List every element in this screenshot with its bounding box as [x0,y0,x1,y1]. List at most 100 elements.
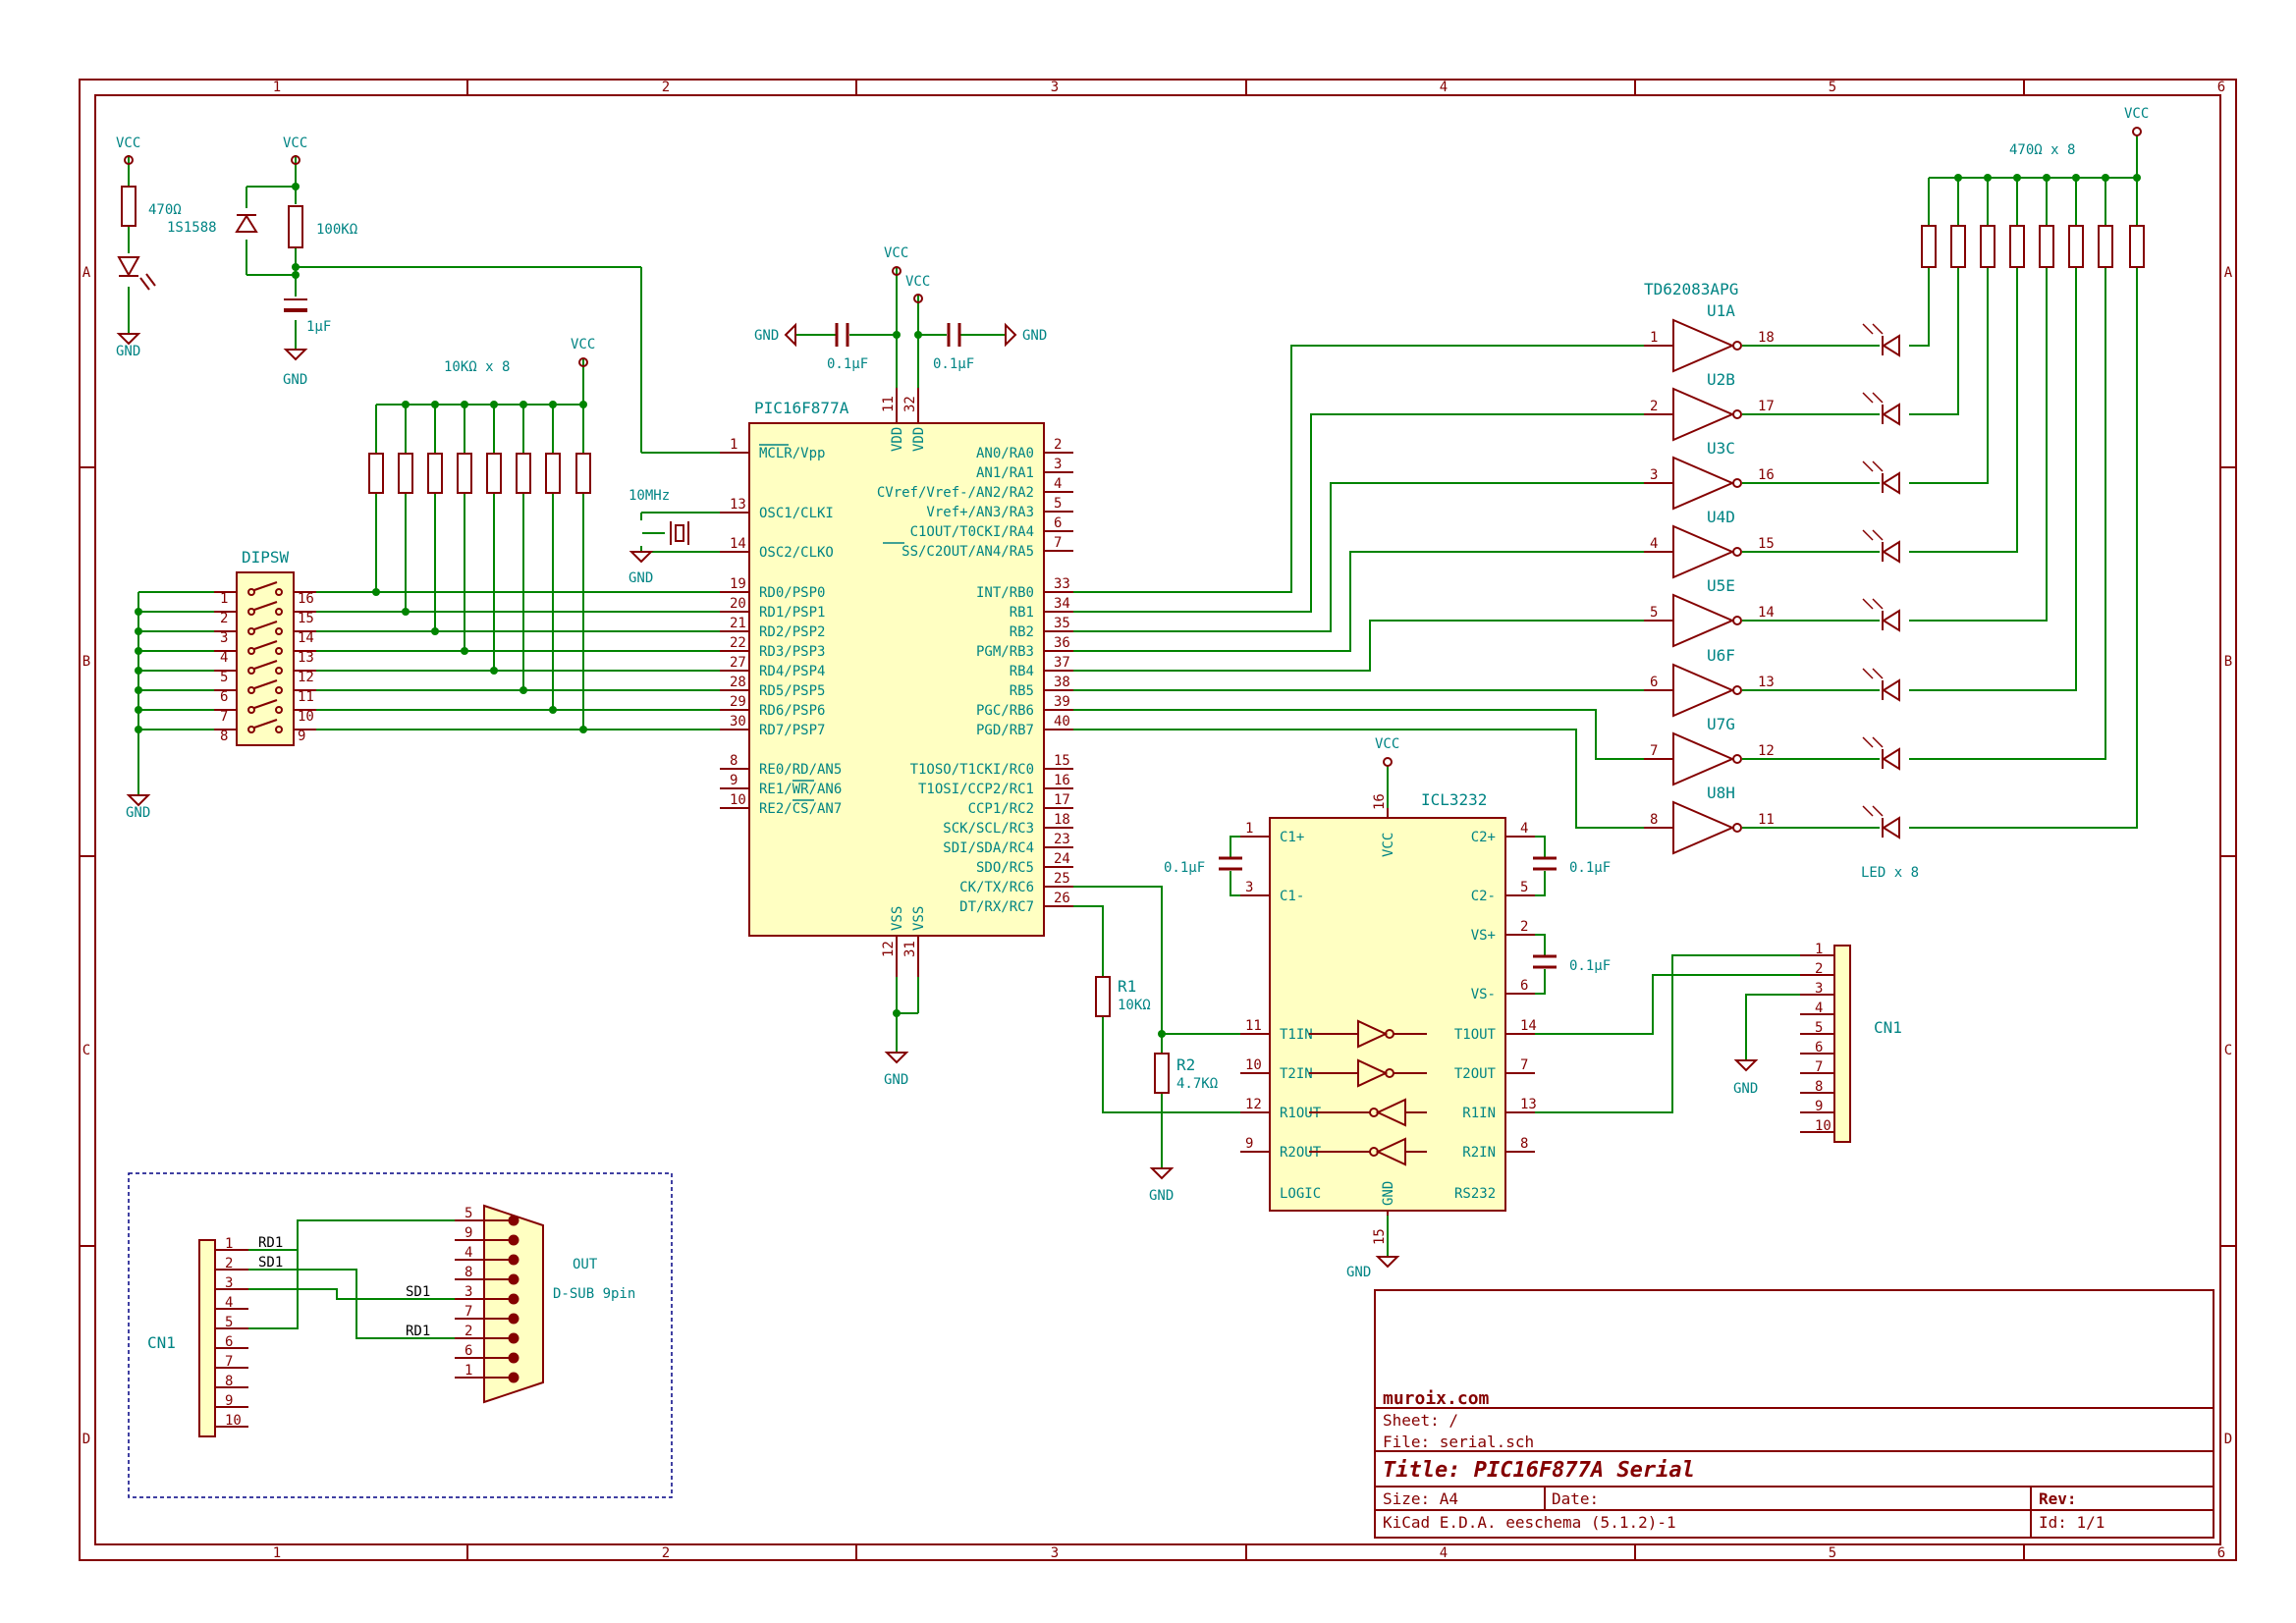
mcu-pin-name: VDD [890,427,905,452]
vcc-label: VCC [116,135,140,151]
mcu-ref: PIC16F877A [754,399,849,417]
led-ray [1862,805,1874,817]
driver-pin-number: 11 [1758,812,1775,828]
led-ray [1872,805,1884,817]
inversion-bubble [1732,754,1742,764]
dipsw-pin: 12 [298,670,314,685]
crystal-value: 10MHz [629,488,670,504]
row-label: A [82,265,91,281]
mcu-pin-number: 35 [1054,616,1070,631]
driver-pin-number: 12 [1758,743,1775,759]
cn1-pin-number: 3 [225,1275,233,1291]
cn1-pin-number: 2 [1815,961,1823,977]
icl-pin-number: 9 [1245,1136,1253,1152]
mcu-pin-number: 17 [1054,792,1070,808]
r2-ref: R2 [1176,1055,1195,1074]
gnd-label: GND [754,328,779,344]
sheet-border [79,79,2237,1561]
cn1-pin-number: 7 [1815,1059,1823,1075]
net-labels: RD1 SD1 SD1 RD1 [258,1235,430,1339]
icl-pin-name: VS- [1471,987,1496,1002]
mcu-pin-name: RB4 [1010,664,1034,679]
cn1-pin-number: 5 [1815,1020,1823,1036]
driver-pin-number: 8 [1650,812,1658,828]
cn1-pin-number: 1 [225,1236,233,1252]
icl-pin-name: C2+ [1471,830,1496,845]
gnd-label: GND [126,805,150,821]
cn1-pin-number: 6 [225,1334,233,1350]
dsub-out-label: OUT [573,1257,598,1272]
dipsw-pin: 10 [298,709,314,725]
mcu-pin-number: 38 [1054,675,1070,690]
title-tool: KiCad E.D.A. eeschema (5.1.2)-1 [1383,1513,1676,1532]
mcu-pin-name: T1OSI/CCP2/RC1 [918,782,1034,797]
led-value: LED x 8 [1861,865,1919,881]
mcu-pin-name: MCLR/Vpp [759,446,825,461]
resistor-pack-10k [368,453,591,494]
dsub-contact [508,1372,519,1383]
row-label: D [82,1432,90,1447]
icl-pin-number: 4 [1520,821,1528,837]
title-sheet: Sheet: / [1383,1411,1458,1430]
resistor-value: 100KΩ [316,222,357,238]
mcu-pin-name: INT/RB0 [976,585,1034,601]
driver-ref: U4D [1707,508,1735,526]
col-label: 2 [662,80,670,95]
driver-buffer-icon [1672,663,1735,718]
resistor-pack-470 [1921,225,2145,268]
mcu-pin-name: SDI/SDA/RC4 [943,840,1034,856]
row-label: B [2224,654,2232,670]
capacitor-value: 0.1μF [1569,958,1611,974]
mcu-pin-name: RB2 [1010,624,1034,640]
driver-buffer-icon [1672,387,1735,442]
mcu-pin-number: 10 [730,792,746,808]
cn1-ref: CN1 [147,1333,176,1352]
driver-ref: U2B [1707,370,1735,389]
col-label: 6 [2217,80,2225,95]
icl-pin-number: 1 [1245,821,1253,837]
mcu-pic16f877a: PIC16F877A 1MCLR/Vpp13OSC1/CLKI14OSC2/CL… [720,388,1073,977]
indicator-led-icon [117,256,140,278]
icl-pin-number: 7 [1520,1057,1528,1073]
driver-ref: U7G [1707,715,1735,733]
inversion-bubble [1732,685,1742,695]
mcu-pin-name: Vref+/AN3/RA3 [926,505,1034,520]
mcu-pin-name: VSS [890,906,905,931]
dsub-contact [508,1254,519,1266]
mcu-pin-name: RD6/PSP6 [759,703,825,719]
mcu-pin-name: CCP1/RC2 [968,801,1034,817]
icl-pin-name: R2OUT [1280,1145,1322,1161]
mcu-pin-name: VDD [911,427,927,452]
icl-pin-number: 13 [1520,1097,1537,1112]
led-ray [1862,323,1874,335]
cn1-pin-number: 5 [225,1315,233,1330]
driver-buffer-icon [1672,593,1735,648]
led-ray [1872,598,1884,610]
icl-pin-name: C2- [1471,889,1496,904]
r1-value: 10KΩ [1118,998,1151,1013]
mcu-pin-number: 28 [730,675,746,690]
icl-pin-number: 10 [1245,1057,1262,1073]
inversion-bubble [1732,409,1742,419]
mcu-pin-number: 5 [1054,496,1062,512]
gnd-label: GND [1022,328,1047,344]
mcu-pin-number: 26 [1054,891,1070,906]
resistor-100k [288,205,303,248]
dsub-contact [508,1313,519,1325]
mcu-pin-name: OSC1/CLKI [759,506,834,521]
title-size: Size: A4 [1383,1489,1458,1508]
mcu-pin-name: RD2/PSP2 [759,624,825,640]
mcu-pin-number: 20 [730,596,746,612]
led-icon [1882,816,1900,839]
mcu-pin-number: 30 [730,714,746,730]
title-id: Id: 1/1 [2039,1513,2105,1532]
mcu-pin-number: 11 [881,396,897,412]
dsub-pin-number: 8 [465,1265,472,1280]
driver-ref: U3C [1707,439,1735,458]
title-date: Date: [1552,1489,1599,1508]
mcu-pin-name: RE1/WR/AN6 [759,782,842,797]
gnd-label: GND [629,570,653,586]
dsub-contact [508,1352,519,1364]
icl-pin-number: 2 [1520,919,1528,935]
